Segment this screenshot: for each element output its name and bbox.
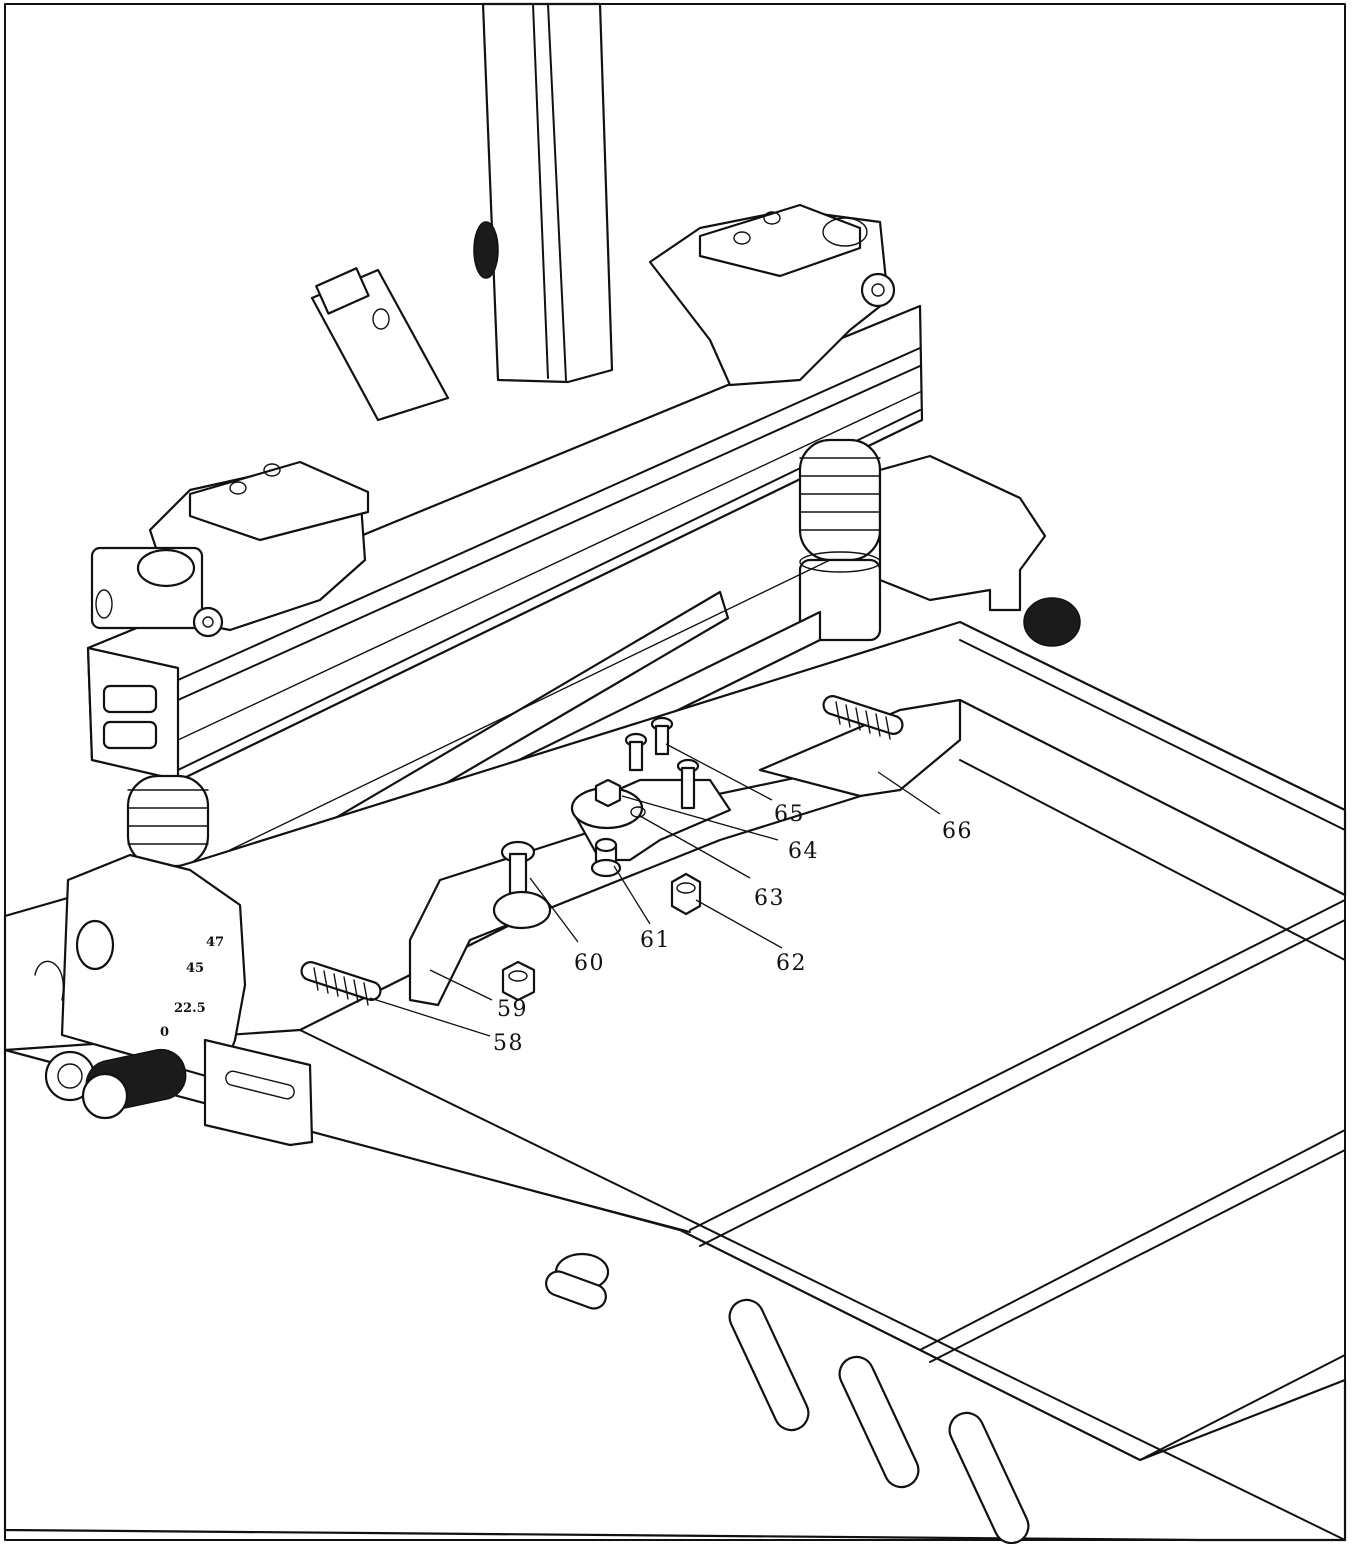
angle-scale: 47 45 22.5 0 <box>160 935 224 1040</box>
angled-bracket <box>310 267 450 422</box>
cross-beam <box>86 304 924 782</box>
bolt-60 <box>492 840 552 930</box>
right-clamp <box>648 203 896 387</box>
figure-border <box>4 3 1346 1541</box>
nut-lower <box>501 960 536 1002</box>
left-clamp <box>90 460 370 638</box>
leader-lines <box>369 743 941 1037</box>
rear-knob <box>473 221 499 279</box>
scale-mark-0: 0 <box>160 1025 169 1040</box>
scale-mark-22-5: 22.5 <box>174 1001 206 1016</box>
right-side-bracket <box>878 454 1047 612</box>
pin-61 <box>590 837 622 878</box>
callout-64: 64 <box>788 839 819 864</box>
scale-mark-45: 45 <box>186 961 204 976</box>
callout-59: 59 <box>497 997 528 1022</box>
left-knob <box>44 1048 187 1120</box>
left-slider-plate <box>203 1038 314 1147</box>
frame-slots <box>728 1298 1030 1544</box>
vertical-column <box>481 2 614 384</box>
scale-mark-47: 47 <box>206 935 224 950</box>
left-end-plate <box>34 853 247 1082</box>
callout-61: 61 <box>640 928 671 953</box>
callout-labels: 58 59 60 61 62 63 64 65 66 <box>493 802 973 1056</box>
callout-58: 58 <box>493 1031 524 1056</box>
callout-66: 66 <box>942 819 973 844</box>
callout-60: 60 <box>574 951 605 976</box>
bolt-64 <box>594 778 622 808</box>
callout-65: 65 <box>774 802 805 827</box>
right-spring-stack <box>798 438 882 642</box>
right-knob <box>1023 597 1081 647</box>
spring-58 <box>300 961 382 1006</box>
callout-62: 62 <box>776 951 807 976</box>
callout-63: 63 <box>754 886 785 911</box>
left-spring-stack <box>126 774 210 868</box>
frame-latch <box>545 1252 610 1310</box>
spring-66 <box>822 695 904 740</box>
bolts-65 <box>624 716 700 810</box>
nut-62 <box>670 872 702 916</box>
